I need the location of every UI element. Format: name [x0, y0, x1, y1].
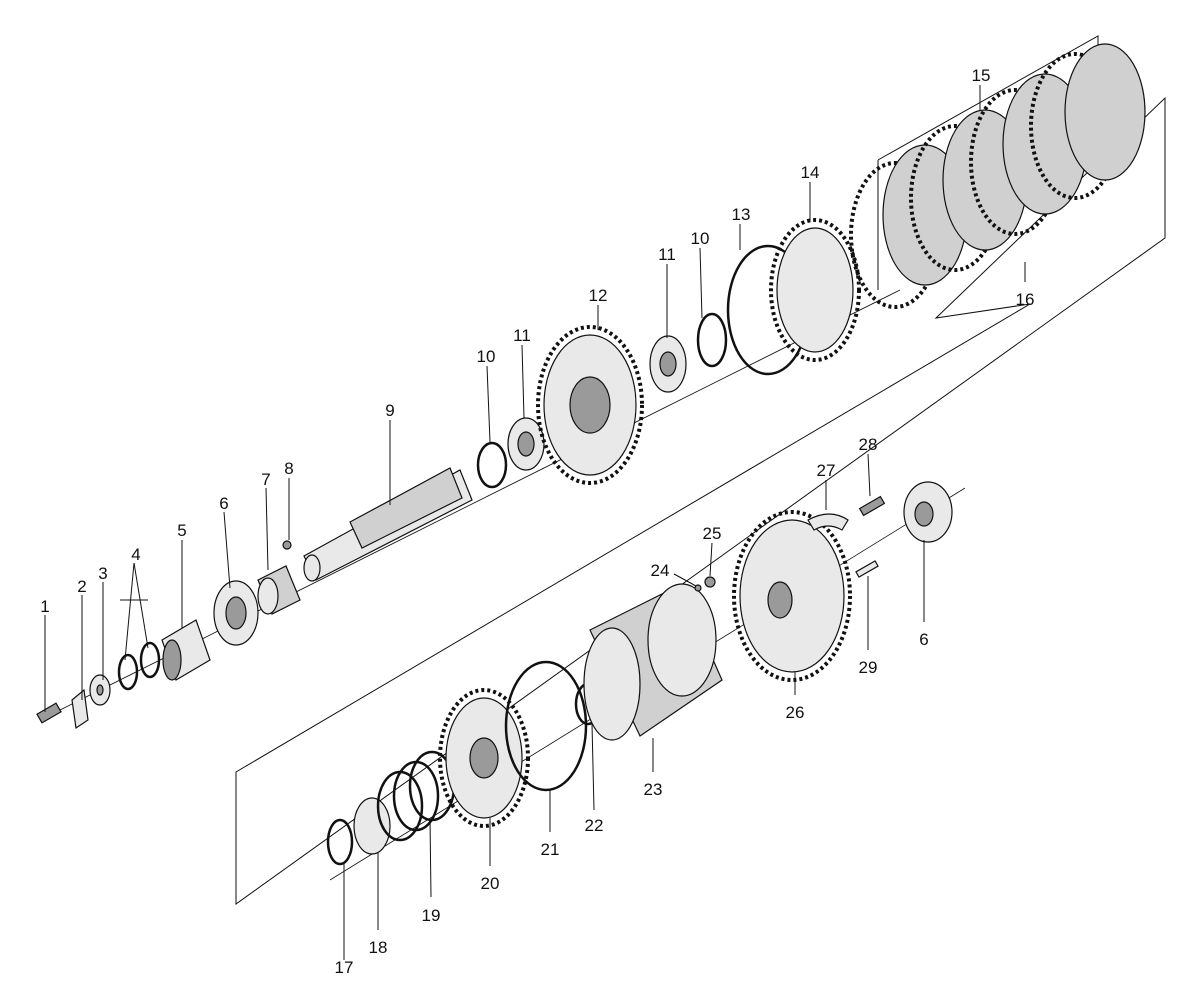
part-17-snap-ring — [326, 818, 354, 866]
part-1-screw — [36, 702, 62, 724]
label-10-left: 10 — [477, 347, 496, 366]
leader-lines — [44, 85, 1026, 960]
parts-15-16-clutch-plates — [849, 43, 1146, 309]
part-5-sleeve — [161, 619, 211, 681]
label-24: 24 — [651, 561, 670, 580]
part-7-needle-bearing — [257, 565, 301, 615]
label-4: 4 — [131, 545, 140, 564]
label-14: 14 — [801, 163, 820, 182]
part-18-washer — [353, 797, 391, 855]
label-6-lower: 6 — [919, 630, 928, 649]
label-1: 1 — [40, 597, 49, 616]
label-8: 8 — [284, 459, 293, 478]
part-2-lock-plate — [71, 688, 89, 730]
label-5: 5 — [177, 521, 186, 540]
label-10-right: 10 — [691, 229, 710, 248]
label-6-upper: 6 — [219, 494, 228, 513]
label-27: 27 — [817, 461, 836, 480]
part-10-snap-ring-right — [696, 312, 728, 368]
part-9-shaft — [303, 467, 473, 582]
label-15: 15 — [972, 66, 991, 85]
label-19: 19 — [422, 906, 441, 925]
assembly-boundary — [235, 96, 1166, 905]
label-28: 28 — [859, 435, 878, 454]
part-23-clutch-drum — [583, 583, 723, 741]
part-8-ball — [282, 540, 292, 550]
part-27-thrust-washer — [807, 513, 849, 531]
label-22: 22 — [585, 816, 604, 835]
part-19-spring-pack — [376, 750, 456, 842]
callout-labels: 1 2 3 4 5 6 7 8 9 10 11 12 11 10 13 14 1… — [40, 66, 1034, 977]
part-6-bearing-lower — [903, 481, 953, 543]
label-13: 13 — [732, 205, 751, 224]
part-4-o-rings — [117, 641, 161, 691]
label-18: 18 — [369, 938, 388, 957]
part-20-gear — [438, 688, 530, 828]
label-17: 17 — [335, 958, 354, 977]
part-6-bearing-upper — [213, 580, 259, 646]
part-29-pin — [855, 560, 879, 578]
part-21-seal-ring — [504, 660, 588, 792]
part-25-plug — [704, 576, 716, 588]
label-26: 26 — [786, 703, 805, 722]
part-10-snap-ring-left — [476, 441, 508, 489]
label-11-right: 11 — [658, 245, 676, 264]
part-12-gear — [536, 325, 644, 485]
label-20: 20 — [481, 874, 500, 893]
label-11-left: 11 — [513, 326, 531, 345]
part-11-bearing-left — [507, 417, 545, 471]
part-26-gear — [732, 510, 852, 682]
label-7: 7 — [261, 470, 270, 489]
label-25: 25 — [703, 524, 722, 543]
part-11-bearing-right — [649, 335, 687, 393]
part-14-end-plate — [769, 218, 861, 362]
label-3: 3 — [98, 564, 107, 583]
part-3-washer — [89, 674, 111, 706]
label-9: 9 — [385, 401, 394, 420]
label-16: 16 — [1016, 290, 1035, 309]
label-23: 23 — [644, 780, 663, 799]
label-12: 12 — [589, 286, 608, 305]
part-24-ball — [694, 584, 702, 592]
part-28-pin — [858, 495, 886, 517]
label-29: 29 — [859, 658, 878, 677]
label-21: 21 — [541, 840, 560, 859]
label-2: 2 — [77, 577, 86, 596]
